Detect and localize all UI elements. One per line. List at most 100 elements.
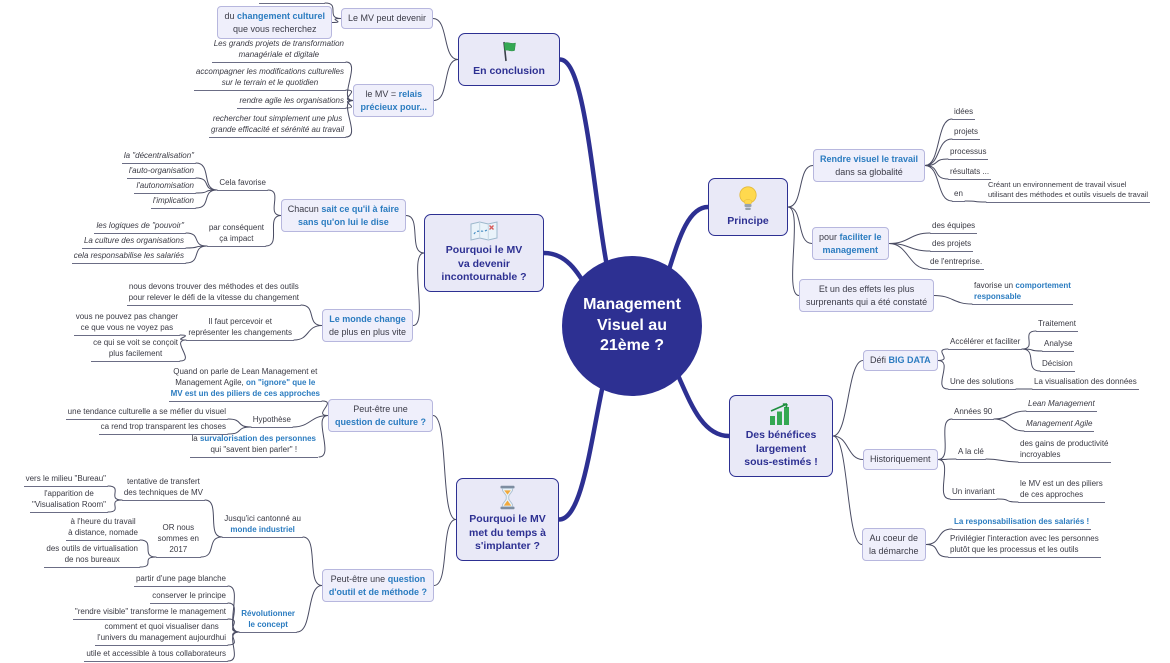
connector bbox=[321, 400, 329, 416]
leaf-pas-changer-voir[interactable]: vous ne pouvez pas changer ce que vous n… bbox=[73, 311, 180, 336]
leaf-page-blanche[interactable]: partir d'une page blanche bbox=[133, 573, 228, 587]
subtopic-changement-culturel[interactable]: du changement culturel que vous recherch… bbox=[217, 6, 332, 39]
leaf-logiques-pouvoir[interactable]: les logiques de "pouvoir" bbox=[94, 220, 186, 234]
subtopic-relais-precieux[interactable]: le MV = relais précieux pour... bbox=[353, 84, 434, 117]
leaf-a-la-cle[interactable]: A la clé bbox=[956, 446, 986, 460]
leaf-comment-quoi-visualiser[interactable]: comment et quoi visualiser dans l'univer… bbox=[95, 621, 228, 646]
subtopic-faciliter-management[interactable]: pour faciliter le management bbox=[812, 227, 889, 260]
leaf-revolutionner-concept[interactable]: Révolutionner le concept bbox=[239, 608, 297, 633]
leaf-entreprise[interactable]: de l'entreprise. bbox=[928, 256, 985, 270]
leaf-outils-virtualisation[interactable]: des outils de virtualisation de nos bure… bbox=[44, 543, 140, 568]
leaf-rendre-visible-transforme[interactable]: "rendre visible" transforme le managemen… bbox=[72, 606, 228, 620]
text-line: "Visualisation Room" bbox=[31, 500, 106, 509]
leaf-accompagner-modifications[interactable]: accompagner les modifications culturelle… bbox=[193, 66, 346, 91]
leaf-utile-accessible[interactable]: utile et accessible à tous collaborateur… bbox=[84, 648, 228, 662]
leaf-responsabilisation-salaries[interactable]: La responsabilisation des salariés ! bbox=[952, 516, 1092, 530]
connector bbox=[433, 519, 457, 586]
leaf-tendance-mefier-visuel[interactable]: une tendance culturelle a se méfier du v… bbox=[65, 406, 228, 420]
leaf-trop-transparent[interactable]: ca rend trop transparent les choses bbox=[98, 421, 228, 435]
main-topic-principe[interactable]: Principe bbox=[708, 178, 788, 236]
leaf-resultats[interactable]: résultats ... bbox=[948, 166, 992, 180]
leaf-grands-projets[interactable]: Les grands projets de transformation man… bbox=[211, 38, 346, 63]
leaf-visualisation-room[interactable]: l'apparition de "Visualisation Room" bbox=[29, 488, 108, 513]
leaf-management-agile[interactable]: Management Agile bbox=[1024, 418, 1095, 432]
leaf-visualisation-donnees[interactable]: La visualisation des données bbox=[1032, 376, 1139, 390]
connector bbox=[832, 360, 864, 437]
leaf-comportement-responsable[interactable]: favorise un comportement responsable bbox=[972, 280, 1073, 305]
leaf-or-2017[interactable]: OR nous sommes en 2017 bbox=[155, 522, 201, 558]
leaf-lean-management[interactable]: Lean Management bbox=[1026, 398, 1097, 412]
leaf-conserver-principe[interactable]: conserver le principe bbox=[150, 590, 228, 604]
leaf-milieu-bureau[interactable]: vers le milieu "Bureau" bbox=[23, 473, 108, 487]
leaf-se-voit-concoit[interactable]: ce qui se voit se conçoit plus facilemen… bbox=[91, 337, 180, 362]
leaf-rechercher-efficacite[interactable]: rechercher tout simplement une plus gran… bbox=[209, 113, 346, 138]
leaf-en[interactable]: en bbox=[952, 188, 965, 202]
leaf-responsabilise-salaries[interactable]: cela responsabilise les salariés bbox=[71, 250, 186, 264]
leaf-decision[interactable]: Décision bbox=[1040, 358, 1075, 372]
leaf-traitement[interactable]: Traitement bbox=[1036, 318, 1078, 332]
leaf-cantonne-monde-industriel[interactable]: Jusqu'ici cantonné au monde industriel bbox=[222, 513, 303, 538]
text-line: des techniques de MV bbox=[123, 488, 203, 497]
text-line: sommes en bbox=[157, 534, 199, 543]
connector bbox=[405, 215, 425, 254]
leaf-implication[interactable]: l'implication bbox=[150, 195, 196, 209]
connector bbox=[227, 418, 252, 428]
subtopic-effets-surprenants[interactable]: Et un des effets les plus surprenants qu… bbox=[799, 279, 935, 312]
leaf-mv-piliers-approches[interactable]: le MV est un des piliers de ces approche… bbox=[1018, 478, 1105, 503]
subtopic-question-culture[interactable]: Peut-être une question de culture ? bbox=[327, 399, 433, 432]
text-line: sous-estimés ! bbox=[744, 456, 818, 469]
leaf-culture-organisations[interactable]: La culture des organisations bbox=[81, 235, 186, 249]
leaf-lean-ignore-piliers[interactable]: Quand on parle de Lean Management et Man… bbox=[168, 366, 322, 402]
subtopic-rendre-visuel-travail[interactable]: Rendre visuel le travail dans sa globali… bbox=[813, 149, 926, 182]
leaf-annees-90[interactable]: Années 90 bbox=[952, 406, 995, 420]
leaf-hypothese[interactable]: Hypothèse bbox=[250, 414, 293, 428]
leaf-des-equipes[interactable]: des équipes bbox=[930, 220, 978, 234]
connector bbox=[924, 165, 953, 202]
leaf-cela-favorise[interactable]: Cela favorise bbox=[217, 177, 268, 191]
leaf-autonomisation[interactable]: l'autonomisation bbox=[134, 180, 196, 194]
leaf-travail-distance[interactable]: à l'heure du travail à distance, nomade bbox=[66, 516, 140, 541]
text-line: l'apparition de bbox=[44, 489, 94, 498]
leaf-creant-environnement[interactable]: Créant un environnement de travail visue… bbox=[986, 180, 1151, 203]
subtopic-question-outil-methode[interactable]: Peut-être une question d'outil et de mét… bbox=[321, 569, 434, 602]
subtopic-coeur-demarche[interactable]: Au coeur de la démarche bbox=[862, 528, 926, 561]
leaf-clipped-quotidien[interactable]: …ité au quotidien bbox=[258, 0, 325, 4]
leaf-privilegier-interaction[interactable]: Privilégier l'interaction avec les perso… bbox=[948, 533, 1101, 558]
central-topic[interactable]: Management Visuel au 21ème ? bbox=[562, 256, 702, 396]
subtopic-mv-peut-devenir[interactable]: Le MV peut devenir bbox=[340, 8, 433, 29]
text-line: MV est un des piliers de ces approches bbox=[170, 389, 320, 398]
text-line: Au coeur de bbox=[869, 533, 919, 543]
leaf-auto-organisation[interactable]: l'auto-organisation bbox=[126, 165, 196, 179]
subtopic-historiquement[interactable]: Historiquement bbox=[863, 449, 938, 470]
main-topic-en-conclusion[interactable]: En conclusion bbox=[458, 33, 560, 86]
leaf-processus[interactable]: processus bbox=[948, 146, 989, 160]
leaf-accelerer-faciliter[interactable]: Accélérer et faciliter bbox=[948, 336, 1023, 350]
leaf-une-des-solutions[interactable]: Une des solutions bbox=[948, 376, 1016, 390]
leaf-rendre-agile[interactable]: rendre agile les organisations bbox=[237, 95, 346, 109]
text-part: survalorisation des personnes bbox=[199, 434, 316, 443]
leaf-un-invariant[interactable]: Un invariant bbox=[950, 486, 997, 500]
leaf-survalorisation-personnes[interactable]: la survalorisation des personnes qui "sa… bbox=[189, 433, 318, 458]
leaf-analyse[interactable]: Analyse bbox=[1042, 338, 1075, 352]
leaf-tentative-transfert[interactable]: tentative de transfert des techniques de… bbox=[121, 476, 205, 501]
leaf-gains-productivite[interactable]: des gains de productivité incroyables bbox=[1018, 438, 1111, 463]
subtopic-monde-change[interactable]: Le monde change de plus en plus vite bbox=[321, 309, 413, 342]
connector bbox=[993, 410, 1027, 420]
connector bbox=[227, 426, 252, 435]
lightbulb-icon bbox=[739, 186, 757, 210]
connector bbox=[265, 215, 282, 247]
leaf-percevoir-changements[interactable]: Il faut percevoir et représenter les cha… bbox=[186, 316, 294, 341]
connector bbox=[996, 498, 1019, 503]
leaf-projets[interactable]: projets bbox=[952, 126, 981, 140]
text-line: question de culture ? bbox=[334, 416, 426, 427]
leaf-idees[interactable]: idées bbox=[952, 106, 976, 120]
subtopic-defi-big-data[interactable]: Défi BIG DATA bbox=[863, 350, 938, 371]
leaf-consequent-impact[interactable]: par conséquent ça impact bbox=[206, 222, 266, 247]
leaf-decentralisation[interactable]: la "décentralisation" bbox=[121, 150, 196, 164]
subtopic-chacun-sait[interactable]: Chacun sait ce qu'il à faire sans qu'on … bbox=[280, 199, 406, 232]
leaf-des-projets[interactable]: des projets bbox=[930, 238, 974, 252]
leaf-methodes-outils[interactable]: nous devons trouver des méthodes et des … bbox=[126, 281, 301, 306]
